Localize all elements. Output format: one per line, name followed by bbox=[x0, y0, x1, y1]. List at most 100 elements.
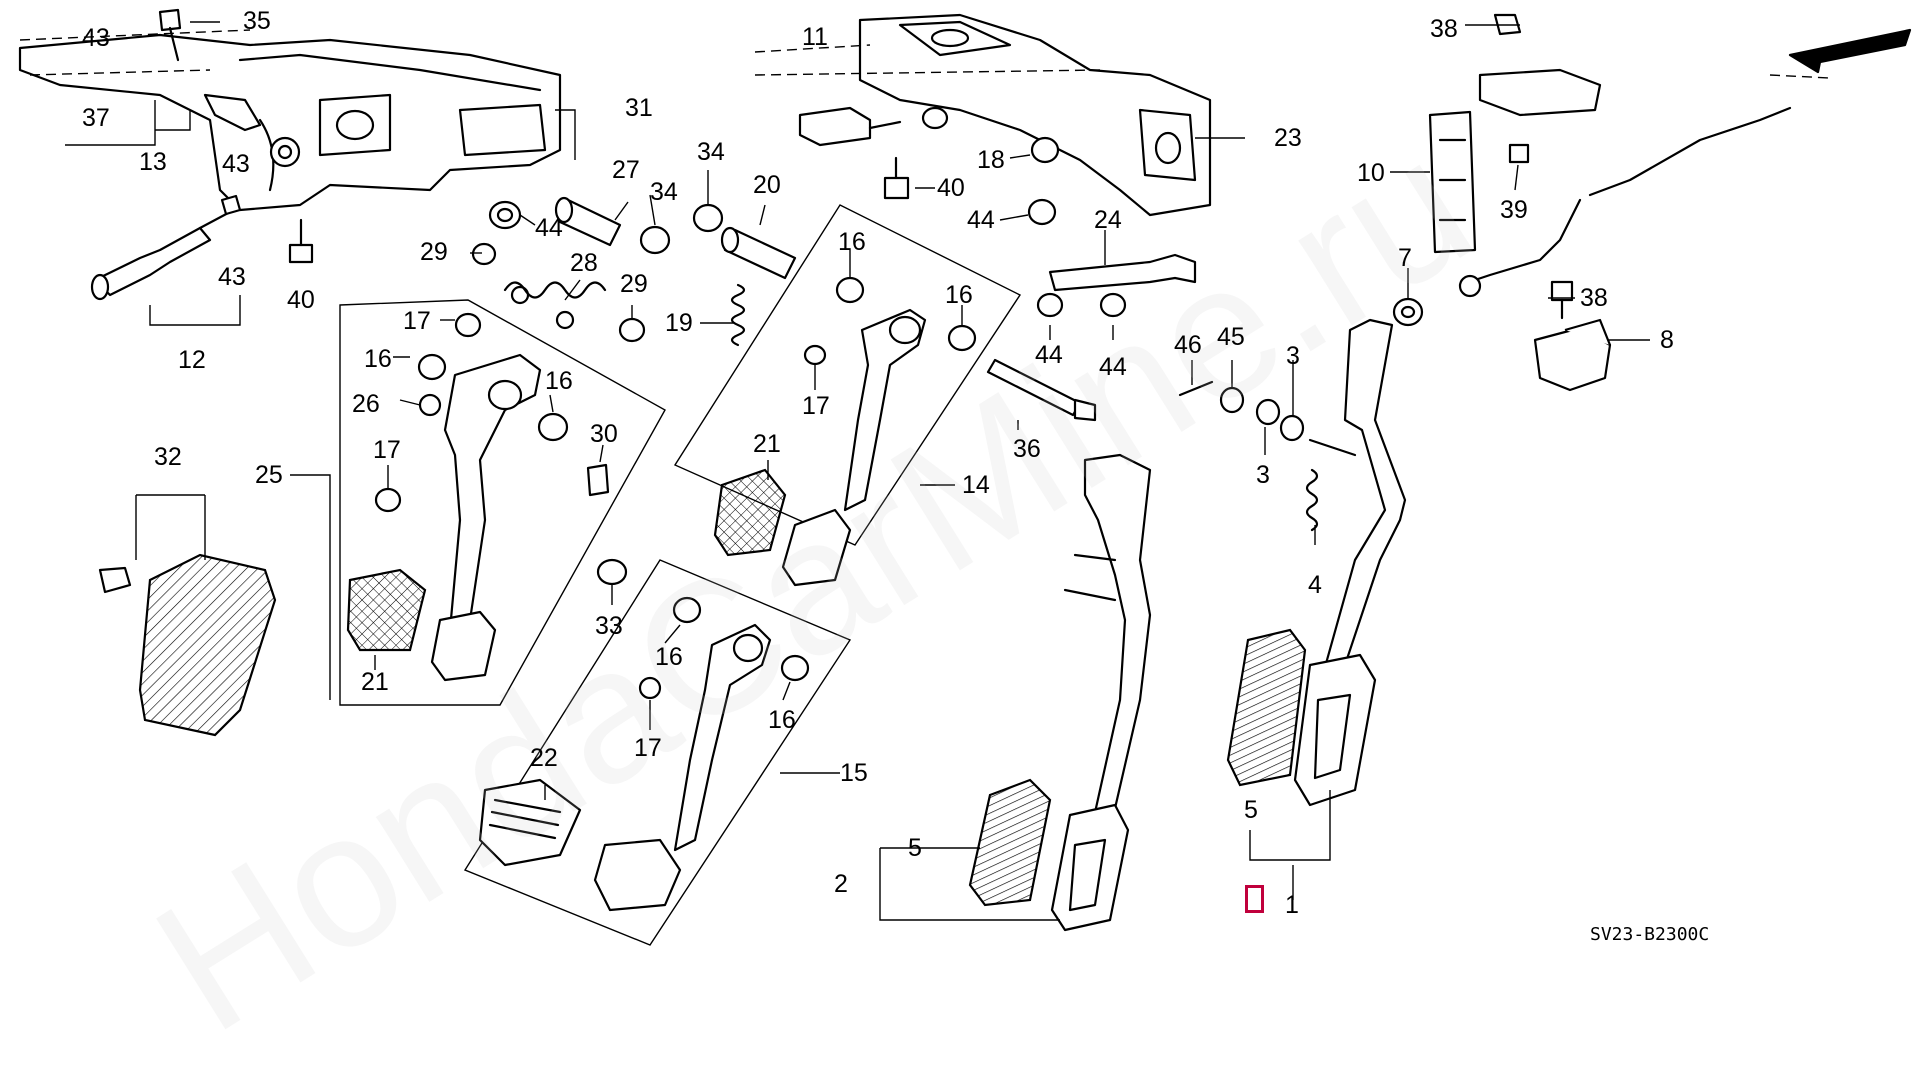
callout-4[interactable]: 4 bbox=[1308, 571, 1322, 599]
bushing-44-c bbox=[1036, 292, 1127, 318]
callout-15[interactable]: 15 bbox=[840, 759, 868, 787]
callout-21[interactable]: 21 bbox=[361, 668, 389, 696]
callout-2[interactable]: 2 bbox=[834, 870, 848, 898]
callout-22[interactable]: 22 bbox=[530, 744, 558, 772]
bolt-40-center bbox=[883, 156, 910, 200]
callout-37[interactable]: 37 bbox=[82, 104, 110, 132]
callout-28[interactable]: 28 bbox=[570, 249, 598, 277]
callout-38[interactable]: 38 bbox=[1430, 15, 1458, 43]
callout-40[interactable]: 40 bbox=[937, 174, 965, 202]
callout-16[interactable]: 16 bbox=[945, 281, 973, 309]
callout-36[interactable]: 36 bbox=[1013, 435, 1041, 463]
pedal-foot-25 bbox=[430, 610, 497, 682]
callout-43[interactable]: 43 bbox=[82, 24, 110, 52]
throttle-cable bbox=[1458, 106, 1792, 298]
callout-17[interactable]: 17 bbox=[373, 436, 401, 464]
callout-10[interactable]: 10 bbox=[1357, 159, 1385, 187]
pedal-foot-15 bbox=[593, 838, 682, 912]
callout-43[interactable]: 43 bbox=[222, 150, 250, 178]
callout-34[interactable]: 34 bbox=[650, 178, 678, 206]
callout-44[interactable]: 44 bbox=[535, 214, 563, 242]
callout-16[interactable]: 16 bbox=[364, 345, 392, 373]
callout-8[interactable]: 8 bbox=[1660, 326, 1674, 354]
callout-16[interactable]: 16 bbox=[545, 367, 573, 395]
pedal-bracket-center bbox=[754, 13, 1212, 217]
callout-19[interactable]: 19 bbox=[665, 309, 693, 337]
callout-35[interactable]: 35 bbox=[243, 7, 271, 35]
bracket-24 bbox=[1048, 253, 1197, 292]
bolt-40-left bbox=[288, 218, 314, 264]
callout-45[interactable]: 45 bbox=[1217, 323, 1245, 351]
callout-24[interactable]: 24 bbox=[1094, 206, 1122, 234]
callout-25[interactable]: 25 bbox=[255, 461, 283, 489]
callout-7[interactable]: 7 bbox=[1398, 244, 1412, 272]
callout-29[interactable]: 29 bbox=[420, 238, 448, 266]
bolt-39 bbox=[1508, 143, 1530, 164]
callout-18[interactable]: 18 bbox=[977, 146, 1005, 174]
callout-16[interactable]: 16 bbox=[838, 228, 866, 256]
bushing-44-a bbox=[488, 200, 522, 230]
adjusting-bolt-12 bbox=[90, 194, 242, 301]
pedal-arm-15 bbox=[638, 596, 810, 852]
group-15-outline bbox=[463, 559, 852, 946]
accelerator-pedal-pad-5 bbox=[1226, 628, 1307, 787]
pedal-bracket-left bbox=[18, 29, 562, 212]
bracket-8 bbox=[1533, 318, 1612, 392]
accelerator-pedal-arm bbox=[1308, 318, 1407, 687]
spring-4 bbox=[1305, 468, 1319, 532]
bushing-7 bbox=[1392, 297, 1424, 327]
callout-26[interactable]: 26 bbox=[352, 390, 380, 418]
stopper-18 bbox=[1030, 136, 1060, 164]
callout-38[interactable]: 38 bbox=[1580, 284, 1608, 312]
callout-16[interactable]: 16 bbox=[768, 706, 796, 734]
callout-12[interactable]: 12 bbox=[178, 346, 206, 374]
callout-31[interactable]: 31 bbox=[625, 94, 653, 122]
selected-part-marker[interactable] bbox=[1245, 885, 1264, 913]
brake-pedal-body-2 bbox=[1050, 803, 1130, 932]
pedal-pad-22 bbox=[478, 778, 582, 867]
accelerator-pedal-body-1 bbox=[1293, 653, 1377, 807]
callout-29[interactable]: 29 bbox=[620, 270, 648, 298]
callout-13[interactable]: 13 bbox=[139, 148, 167, 176]
callout-17[interactable]: 17 bbox=[634, 734, 662, 762]
callout-44[interactable]: 44 bbox=[967, 206, 995, 234]
collar-27 bbox=[554, 196, 622, 247]
callout-40[interactable]: 40 bbox=[287, 286, 315, 314]
cable-bracket-10 bbox=[1428, 110, 1477, 254]
bolt-38-right bbox=[1550, 280, 1574, 320]
callout-1[interactable]: 1 bbox=[1285, 891, 1299, 919]
callout-17[interactable]: 17 bbox=[802, 392, 830, 420]
pedal-arm-14 bbox=[803, 276, 977, 512]
callout-46[interactable]: 46 bbox=[1174, 331, 1202, 359]
pedal-pad-21-a bbox=[346, 568, 427, 652]
callout-20[interactable]: 20 bbox=[753, 171, 781, 199]
callout-21[interactable]: 21 bbox=[753, 430, 781, 458]
callout-39[interactable]: 39 bbox=[1500, 196, 1528, 224]
callout-44[interactable]: 44 bbox=[1099, 353, 1127, 381]
callout-3[interactable]: 3 bbox=[1286, 342, 1300, 370]
callout-5[interactable]: 5 bbox=[1244, 796, 1258, 824]
callout-34[interactable]: 34 bbox=[697, 138, 725, 166]
callout-5[interactable]: 5 bbox=[908, 834, 922, 862]
callout-32[interactable]: 32 bbox=[154, 443, 182, 471]
callout-23[interactable]: 23 bbox=[1274, 124, 1302, 152]
callout-3[interactable]: 3 bbox=[1256, 461, 1270, 489]
plug-33 bbox=[596, 558, 628, 586]
callout-33[interactable]: 33 bbox=[595, 612, 623, 640]
callout-17[interactable]: 17 bbox=[403, 307, 431, 335]
callout-16[interactable]: 16 bbox=[655, 643, 683, 671]
callout-44[interactable]: 44 bbox=[1035, 341, 1063, 369]
pedal-arm-25 bbox=[443, 353, 542, 632]
group-14-outline bbox=[673, 204, 1022, 546]
washer-45 bbox=[1219, 386, 1245, 414]
group-25-outline bbox=[339, 299, 666, 706]
callout-30[interactable]: 30 bbox=[590, 420, 618, 448]
pin-46 bbox=[1178, 380, 1214, 397]
callout-14[interactable]: 14 bbox=[962, 471, 990, 499]
callout-43[interactable]: 43 bbox=[218, 263, 246, 291]
callout-27[interactable]: 27 bbox=[612, 156, 640, 184]
pedal-assembly-exploded-diagram bbox=[18, 8, 1912, 946]
callout-11[interactable]: 11 bbox=[802, 23, 828, 51]
switch-11 bbox=[798, 106, 949, 147]
bolt-35 bbox=[158, 8, 182, 62]
